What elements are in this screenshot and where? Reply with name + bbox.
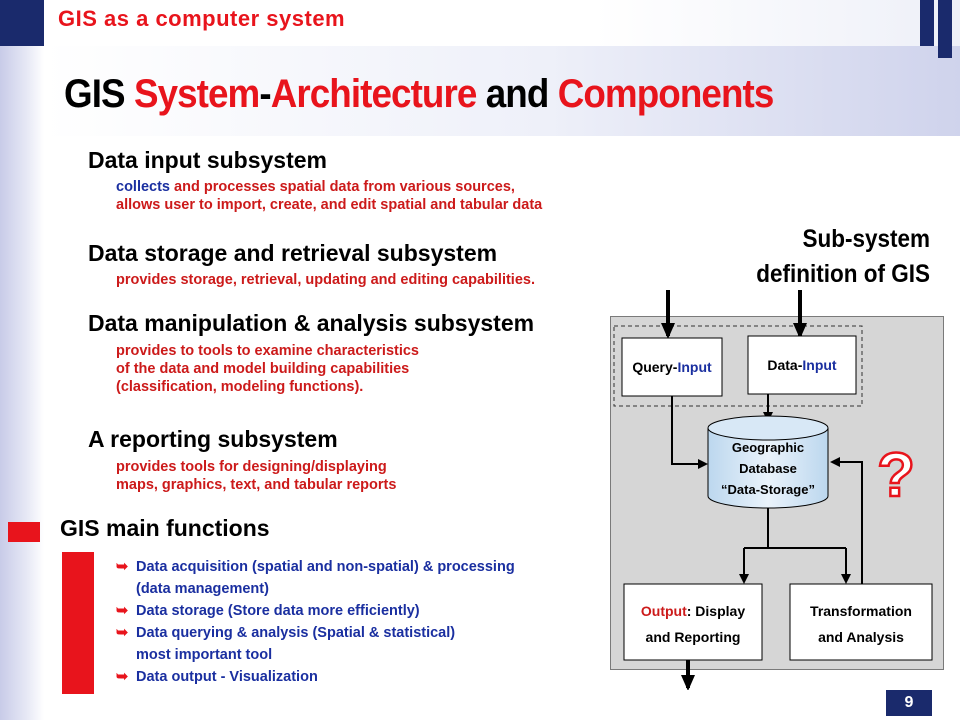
section-heading-storage: Data storage and retrieval subsystem — [88, 240, 498, 266]
title-part: - — [259, 72, 271, 116]
title-part: and — [476, 72, 558, 116]
functions-accent-bar — [62, 552, 94, 694]
output-label-b: : Display — [687, 603, 746, 619]
list-item-continuation: (data management) — [116, 578, 596, 600]
title-band — [44, 46, 960, 136]
decor-bar-2 — [938, 0, 952, 58]
subsystem-definition-label: Sub-system definition of GIS — [734, 222, 930, 292]
section-text-manipulation: provides to tools to examine characteris… — [116, 342, 596, 396]
decor-bar-1 — [920, 0, 934, 46]
list-item: ➥ Data output - Visualization — [116, 666, 596, 688]
section-text-storage: provides storage, retrieval, updating an… — [116, 271, 656, 289]
transformation-label-line: Transformation — [810, 603, 912, 619]
data-input-label-b: Input — [802, 357, 837, 373]
subsystem-definition-line: Sub-system — [802, 225, 930, 253]
section-heading-manipulation: Data manipulation & analysis subsystem — [88, 310, 535, 336]
section-line: provides to tools to examine characteris… — [116, 343, 419, 359]
feedback-arrow — [830, 457, 863, 584]
section-line: provides tools for designing/displaying — [116, 459, 387, 475]
list-item: ➥ Data querying & analysis (Spatial & sta… — [116, 622, 596, 644]
section-heading-input: Data input subsystem — [88, 147, 327, 173]
data-input-box — [747, 335, 857, 395]
section-text-input: collects and processes spatial data from… — [116, 178, 636, 214]
question-mark-icon: ? — [877, 441, 915, 510]
header-corner-block — [0, 0, 44, 46]
db-label-line: Geographic — [732, 440, 804, 455]
db-label-line: Database — [739, 461, 797, 476]
list-item-text: Data querying & analysis (Spatial & stat… — [136, 625, 456, 641]
input-group-outline — [613, 325, 863, 407]
functions-heading: GIS main functions — [60, 515, 270, 541]
section-line: maps, graphics, text, and tabular report… — [116, 477, 397, 493]
section-keyword: collects — [116, 179, 170, 195]
query-input-label-a: Query- — [632, 359, 677, 375]
section-line: (classification, modeling functions). — [116, 379, 364, 395]
left-gradient-strip — [0, 46, 44, 720]
arrow-bullet-icon: ➥ — [116, 669, 129, 685]
arrow-bullet-icon: ➥ — [116, 603, 129, 619]
slide-kicker: GIS as a computer system — [58, 6, 346, 31]
output-label-line2: and Reporting — [646, 629, 741, 645]
bullet-square — [8, 522, 40, 542]
title-part: Architecture — [270, 72, 478, 116]
data-input-label-a: Data- — [767, 357, 802, 373]
section-line-rest: and processes spatial data from various … — [170, 179, 515, 195]
slide-title: GIS System-Architecture and Components — [64, 72, 775, 117]
architecture-diagram: Query-Input Data-Input Geographic Databa… — [613, 290, 933, 690]
title-part: Components — [557, 72, 775, 116]
cylinder-top — [707, 415, 829, 441]
data-input-label: Data-Input — [767, 357, 837, 373]
query-input-label: Query-Input — [632, 359, 712, 375]
list-item-text: most important tool — [136, 647, 273, 663]
page-number: 9 — [886, 690, 932, 716]
flow-arrow — [671, 396, 708, 469]
section-line: allows user to import, create, and edit … — [116, 197, 543, 213]
section-line: of the data and model building capabilit… — [116, 361, 410, 377]
list-item: ➥ Data storage (Store data more efficient… — [116, 600, 596, 622]
transformation-box — [789, 583, 933, 661]
header-band — [44, 0, 960, 46]
list-item-text: Data storage (Store data more efficientl… — [136, 603, 420, 619]
list-item: ➥ Data acquisition (spatial and non-spati… — [116, 556, 596, 578]
section-text-reporting: provides tools for designing/displaying … — [116, 458, 596, 494]
section-line: collects and processes spatial data from… — [116, 178, 636, 196]
query-input-label-b: Input — [677, 359, 712, 375]
functions-list: ➥ Data acquisition (spatial and non-spati… — [116, 556, 596, 688]
list-item-text: Data output - Visualization — [136, 669, 318, 685]
arrow-bullet-icon: ➥ — [116, 625, 129, 641]
output-box — [623, 583, 763, 661]
title-part: GIS — [64, 72, 134, 116]
arrow-bullet-icon: ➥ — [116, 559, 129, 575]
section-heading-reporting: A reporting subsystem — [88, 426, 338, 452]
db-label-line: “Data-Storage” — [721, 482, 815, 497]
subsystem-definition-line: definition of GIS — [756, 260, 930, 288]
list-item-continuation: most important tool — [116, 644, 596, 666]
transformation-label-line: and Analysis — [818, 629, 904, 645]
output-label: Output: Display — [641, 603, 745, 619]
output-label-a: Output — [641, 603, 687, 619]
section-line: provides storage, retrieval, updating an… — [116, 272, 535, 288]
list-item-text: (data management) — [136, 581, 269, 597]
title-part: System — [133, 72, 260, 116]
list-item-text: Data acquisition (spatial and non-spatia… — [136, 559, 515, 575]
